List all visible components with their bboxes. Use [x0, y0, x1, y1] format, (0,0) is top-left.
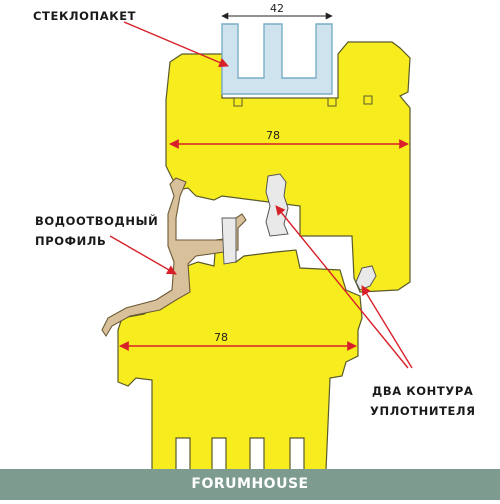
frame-profile: [117, 237, 363, 471]
drain-profile-label-line2: ПРОФИЛЬ: [35, 234, 107, 248]
notch: [327, 97, 337, 107]
footer-bar: FORUMHOUSE: [0, 469, 500, 500]
drain-profile-leader: [109, 235, 177, 275]
drain-profile: [101, 177, 247, 338]
notch: [363, 95, 373, 105]
sash-profile: [165, 41, 411, 293]
notch: [233, 97, 243, 107]
glass-unit-label: СТЕКЛОПАКЕТ: [33, 9, 137, 23]
seals-label-line1: ДВА КОНТУРА: [372, 384, 474, 398]
drain-profile-label-line1: ВОДООТВОДНЫЙ: [35, 214, 159, 228]
seal-upper: [265, 173, 289, 237]
seals-label-line2: УПЛОТНИТЕЛЯ: [370, 404, 476, 418]
frame-gasket: [221, 217, 237, 265]
sash-width-value: 78: [266, 129, 280, 142]
glass-unit-leader: [123, 21, 229, 68]
frame-width-value: 78: [214, 331, 228, 344]
seal-lower-leader: [361, 285, 413, 369]
glass-unit: [221, 23, 333, 95]
seal-upper-leader: [275, 205, 409, 369]
brand-logo: FORUMHOUSE: [191, 476, 309, 492]
glass-width-value: 42: [270, 2, 284, 15]
